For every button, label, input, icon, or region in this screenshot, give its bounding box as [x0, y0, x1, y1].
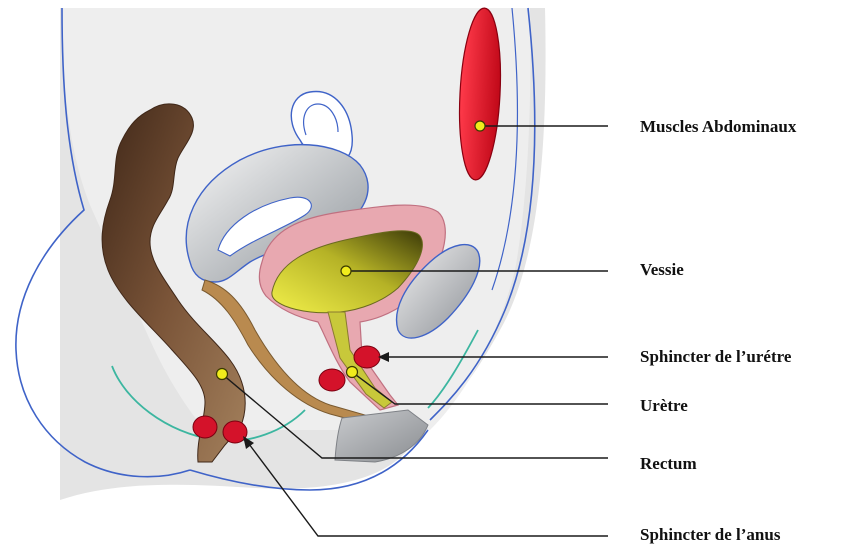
- label-sphincter-uretre: Sphincter de l’urétre: [640, 347, 792, 366]
- body-outline-back: [15, 7, 191, 478]
- body-outline-bottom: [189, 429, 429, 491]
- label-sphincter-anus: Sphincter de l’anus: [640, 525, 781, 544]
- marker-rectum: [215, 367, 229, 381]
- leader-rectum: [221, 373, 608, 459]
- pelvic-floor-line-front: [427, 329, 479, 409]
- marker-uretre: [345, 365, 359, 379]
- marker-vessie: [340, 265, 352, 277]
- anal-sphincter-left: [192, 415, 218, 439]
- body-outline-inner-front: [491, 7, 519, 291]
- label-uretre: Urètre: [640, 396, 688, 415]
- leader-uretre: [351, 371, 608, 405]
- abdominal-muscle: [458, 7, 502, 181]
- urethral-sphincter-upper: [353, 345, 381, 369]
- rectum: [101, 103, 246, 463]
- pubic-bone: [395, 243, 481, 339]
- arrow-sphincter-anus: [243, 436, 254, 449]
- uterus-cavity: [217, 196, 312, 257]
- marker-muscles: [474, 120, 486, 132]
- body-outline-front: [429, 7, 536, 421]
- perineal-body: [334, 409, 429, 463]
- label-muscles-abdominaux: Muscles Abdominaux: [640, 117, 797, 136]
- anal-sphincter-right: [222, 420, 248, 444]
- leader-sphincter-anus: [245, 439, 608, 537]
- intestine-loop-inner: [303, 103, 339, 136]
- urethral-sphincter-lower: [318, 368, 346, 392]
- label-vessie: Vessie: [640, 260, 684, 279]
- arrow-sphincter-uretre: [378, 352, 389, 362]
- label-rectum: Rectum: [640, 454, 697, 473]
